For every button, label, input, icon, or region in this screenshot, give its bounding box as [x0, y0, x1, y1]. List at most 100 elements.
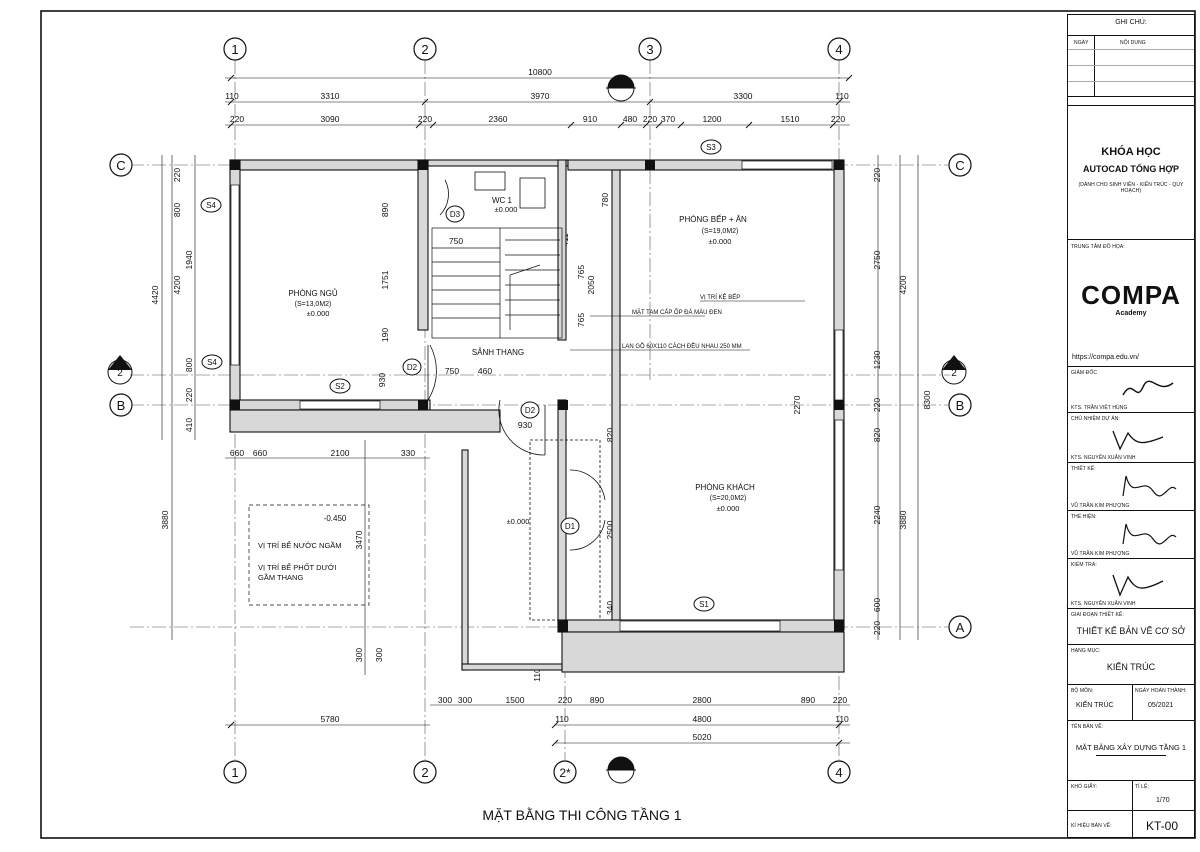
- svg-text:C: C: [955, 158, 964, 173]
- grid-bubble-bottom-1: 1: [223, 760, 247, 784]
- svg-text:765: 765: [576, 265, 586, 279]
- drawing-name-section: TÊN BẢN VẼ: MẶT BẰNG XÂY DỰNG TẦNG 1: [1068, 721, 1194, 781]
- item-section: HẠNG MỤC: KIẾN TRÚC: [1068, 645, 1194, 685]
- svg-text:4: 4: [835, 42, 842, 57]
- svg-text:1500: 1500: [506, 695, 525, 705]
- svg-text:±0.000: ±0.000: [709, 237, 732, 246]
- scale-value: 1/70: [1156, 797, 1170, 804]
- svg-text:300: 300: [458, 695, 472, 705]
- phase-section: GIAI ĐOẠN THIẾT KẾ: THIẾT KẾ BẢN VẼ CƠ S…: [1068, 609, 1194, 645]
- svg-text:VỊ TRÍ BỂ PHỐT DƯỚI: VỊ TRÍ BỂ PHỐT DƯỚI: [258, 562, 336, 572]
- svg-text:2: 2: [421, 765, 428, 780]
- svg-text:VỊ TRÍ KỆ BẾP: VỊ TRÍ KỆ BẾP: [700, 293, 740, 301]
- svg-text:1230: 1230: [872, 350, 882, 369]
- chief-signature: [1112, 430, 1164, 451]
- grid-bubble-left-c: C: [109, 153, 133, 177]
- svg-text:3470: 3470: [354, 530, 364, 549]
- svg-text:890: 890: [380, 203, 390, 217]
- course-section: KHÓA HỌC AUTOCAD TỔNG HỢP (DÀNH CHO SINH…: [1068, 105, 1194, 240]
- svg-text:1510: 1510: [781, 114, 800, 124]
- checker-signature: [1112, 574, 1164, 597]
- svg-text:340: 340: [605, 601, 615, 615]
- svg-text:220: 220: [230, 114, 244, 124]
- discipline-value: KIẾN TRÚC: [1076, 702, 1114, 709]
- svg-text:300: 300: [374, 648, 384, 662]
- discipline-section: BỘ MÔN: KIẾN TRÚC NGÀY HOÀN THÀNH: 05/20…: [1068, 685, 1194, 721]
- room-labels: PHÒNG NGỦ (S=13,0M2) ±0.000 PHÒNG BẾP + …: [288, 196, 755, 526]
- room-name-bedroom: PHÒNG NGỦ: [288, 289, 338, 298]
- svg-text:C: C: [116, 158, 125, 173]
- element-tags: S1 S2 S3 S4 S4 D1 D2 D2 D3: [200, 139, 722, 612]
- level-corridor: ±0.000: [507, 517, 530, 526]
- svg-text:2: 2: [117, 368, 123, 379]
- svg-text:3880: 3880: [898, 510, 908, 529]
- grid-bubble-bottom-4: 4: [827, 760, 851, 784]
- svg-text:660: 660: [253, 448, 267, 458]
- svg-text:3880: 3880: [160, 510, 170, 529]
- course-subtitle: AUTOCAD TỔNG HỢP: [1082, 164, 1179, 174]
- svg-text:330: 330: [401, 448, 415, 458]
- svg-text:820: 820: [872, 428, 882, 442]
- svg-text:220: 220: [643, 114, 657, 124]
- svg-text:930: 930: [518, 420, 532, 430]
- svg-text:190: 190: [380, 328, 390, 342]
- svg-text:4: 4: [835, 765, 842, 780]
- room-name-stair-hall: SẢNH THANG: [472, 348, 524, 357]
- dimension-ticks: [227, 74, 853, 747]
- chief-section: CHỦ NHIỆM DỰ ÁN: KTS. NGUYỄN XUÂN VINH: [1068, 413, 1194, 463]
- svg-text:890: 890: [590, 695, 604, 705]
- svg-text:1: 1: [231, 42, 238, 57]
- designer-section: THIẾT KẾ: VŨ TRẦN KIM PHƯỢNG: [1068, 463, 1194, 511]
- svg-text:110: 110: [225, 91, 239, 101]
- scale-section: KHỔ GIẤY: TỈ LỆ: 1/70: [1068, 781, 1194, 811]
- svg-text:2270: 2270: [792, 395, 802, 414]
- svg-text:GẦM THANG: GẦM THANG: [258, 572, 303, 582]
- svg-text:220: 220: [184, 388, 194, 402]
- grid-bubble-top-4: 4: [827, 37, 851, 61]
- svg-text:220: 220: [831, 114, 845, 124]
- drawing-code: KT-00: [1146, 819, 1179, 833]
- svg-text:220: 220: [418, 114, 432, 124]
- section-marker-top: 1: [606, 74, 636, 102]
- tank-labels: VỊ TRÍ BỂ NƯỚC NGẦM VỊ TRÍ BỂ PHỐT DƯỚI …: [258, 540, 342, 582]
- room-name-kitchen: PHÒNG BẾP + ĂN: [679, 214, 747, 224]
- sheet-frame: [40, 10, 1196, 839]
- svg-text:660: 660: [230, 448, 244, 458]
- room-name-living: PHÒNG KHÁCH: [695, 483, 755, 492]
- svg-text:2500: 2500: [605, 520, 615, 539]
- company-logo-sub: Academy: [1115, 310, 1147, 317]
- svg-text:220: 220: [872, 398, 882, 412]
- section-markers: 1 1 2 2: [107, 74, 967, 784]
- svg-text:4420: 4420: [150, 285, 160, 304]
- svg-text:S1: S1: [699, 600, 709, 609]
- svg-text:±0.000: ±0.000: [495, 205, 518, 214]
- company-section: TRUNG TÂM ĐỒ HỌA: COMPA Academy https://…: [1068, 240, 1194, 367]
- svg-text:1200: 1200: [703, 114, 722, 124]
- svg-text:2360: 2360: [489, 114, 508, 124]
- grid-bubble-bottom-2: 2: [413, 760, 437, 784]
- grid-bubble-top-1: 1: [223, 37, 247, 61]
- svg-text:220: 220: [172, 168, 182, 182]
- dimension-text: 10800 110 3310 3970 3300 110 220 3090 22…: [225, 67, 849, 742]
- svg-text:750: 750: [449, 236, 463, 246]
- dimension-lines: [161, 77, 919, 744]
- svg-text:B: B: [117, 398, 126, 413]
- svg-text:8300: 8300: [922, 390, 932, 409]
- svg-text:220: 220: [558, 695, 572, 705]
- windows: [230, 160, 844, 632]
- item-value: KIẾN TRÚC: [1106, 662, 1156, 672]
- section-marker-left: 2: [107, 355, 133, 385]
- svg-text:MẶT TAM CẤP ỐP ĐÁ MÀU ĐEN: MẶT TAM CẤP ỐP ĐÁ MÀU ĐEN: [632, 309, 722, 316]
- svg-text:2*: 2*: [559, 766, 571, 780]
- svg-text:220: 220: [872, 621, 882, 635]
- grid-bubble-left-b: B: [109, 393, 133, 417]
- svg-text:B: B: [956, 398, 965, 413]
- drawing-title: MẶT BẰNG THI CÔNG TẦNG 1: [482, 806, 681, 823]
- grid-bubbles: 1 2 3 4 1 2 2* 4 C B C B A: [109, 37, 972, 784]
- design-phase: THIẾT KẾ BẢN VẼ CƠ SỞ: [1076, 626, 1186, 636]
- course-note: (DÀNH CHO SINH VIÊN - KIẾN TRÚC - QUY HO…: [1078, 182, 1184, 194]
- svg-text:2: 2: [421, 42, 428, 57]
- center-label: TRUNG TÂM ĐỒ HỌA:: [1071, 244, 1125, 250]
- svg-text:±0.000: ±0.000: [307, 309, 330, 318]
- svg-text:2100: 2100: [331, 448, 350, 458]
